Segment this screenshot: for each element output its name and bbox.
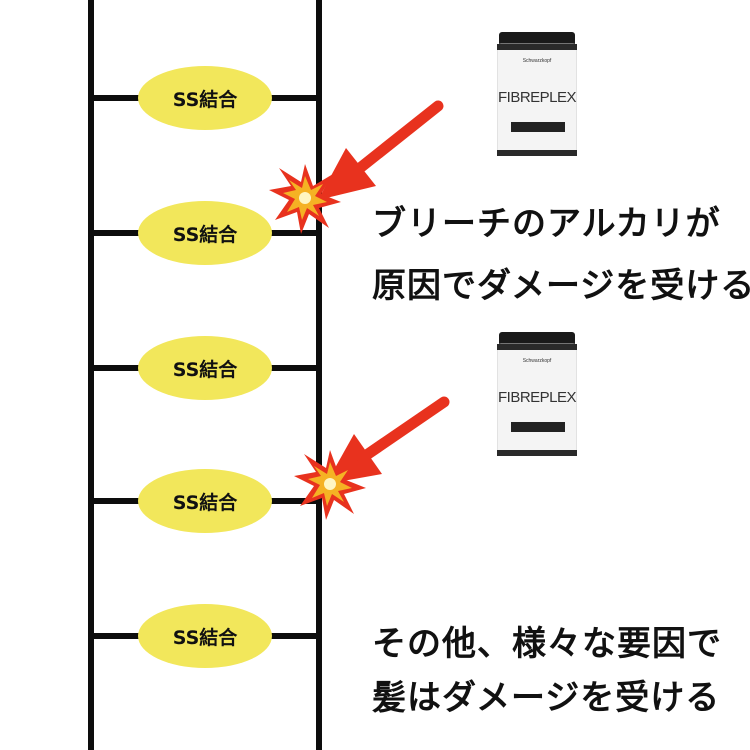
- ss-bond: SS結合: [138, 66, 272, 130]
- product-tub-icon: Schwarzkopf FIBREPLEX: [496, 32, 578, 157]
- bleach-caption: ブリーチのアルカリが 原因でダメージを受ける: [372, 200, 750, 310]
- ss-bond: SS結合: [138, 336, 272, 400]
- product-tub-icon: Schwarzkopf FIBREPLEX: [496, 332, 578, 457]
- product-name: FIBREPLEX: [498, 389, 577, 406]
- ss-bond: SS結合: [138, 469, 272, 533]
- product-name: FIBREPLEX: [498, 89, 577, 106]
- product-brand: Schwarzkopf: [523, 58, 552, 64]
- ss-bond: SS結合: [138, 604, 272, 668]
- product-brand: Schwarzkopf: [523, 358, 552, 364]
- other-caption: その他、様々な要因で 髪はダメージを受ける: [372, 620, 722, 722]
- red-arrow-icon: [318, 100, 444, 200]
- explosion-burst-icon: [294, 450, 366, 520]
- other-caption-line1: その他、様々な要因で: [372, 624, 722, 664]
- bleach-caption-line2: 原因でダメージを受ける: [372, 266, 750, 306]
- explosion-burst-icon: [269, 164, 341, 234]
- other-caption-line2: 髪はダメージを受ける: [372, 678, 721, 718]
- ss-bond: SS結合: [138, 201, 272, 265]
- ladder-rail-right: [316, 0, 322, 750]
- bleach-caption-line1: ブリーチのアルカリが: [372, 204, 721, 244]
- ladder-rail-left: [88, 0, 94, 750]
